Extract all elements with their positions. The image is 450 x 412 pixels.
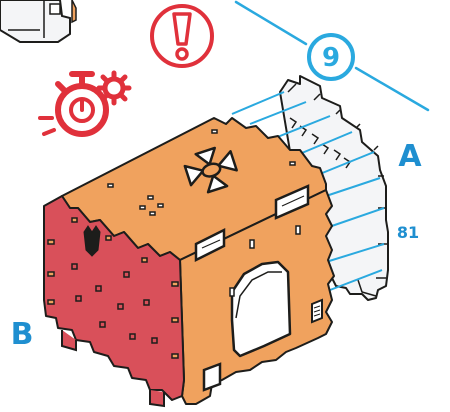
previous-part-fragment <box>0 0 76 42</box>
step-number: 9 <box>322 43 340 73</box>
step-number-badge: 9 <box>309 35 353 79</box>
part-a-label: A <box>398 139 422 174</box>
stopwatch-gear-icon <box>40 73 129 134</box>
part-b-label: B <box>11 317 34 352</box>
exclamation-circle-icon <box>152 6 212 66</box>
count-label: 81 <box>397 223 419 242</box>
